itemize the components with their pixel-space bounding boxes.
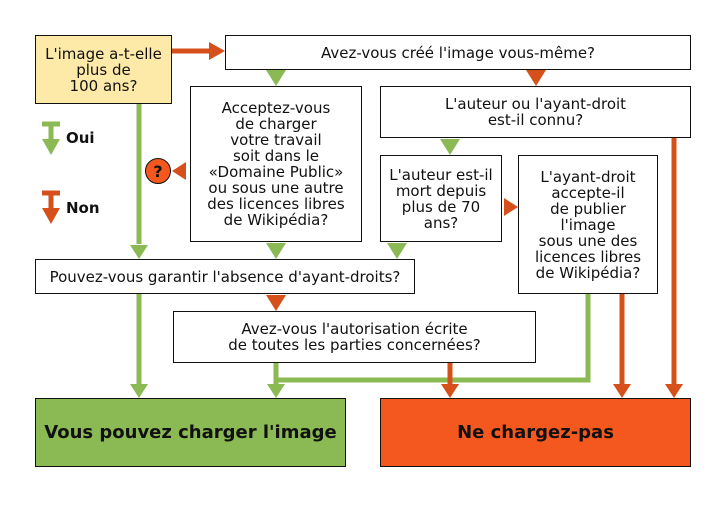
legend-no-label: Non xyxy=(66,199,100,217)
legend-no-arrow-head xyxy=(42,208,60,224)
arrow-accept-yes-head xyxy=(266,243,286,259)
arrow-holder-no-head xyxy=(613,384,631,398)
result-do-not-upload: Ne chargez-pas xyxy=(380,398,691,467)
node-author-known: L'auteur ou l'ayant-droit est-il connu? xyxy=(380,86,691,138)
node-author-dead-70: L'auteur est-il mort depuis plus de 70 a… xyxy=(380,155,502,242)
arrow-guarantee-yes-head xyxy=(130,384,148,398)
question-mark-icon: ? xyxy=(145,158,171,184)
arrow-age-yes-head xyxy=(130,245,148,259)
node-accept-free-license: Acceptez-vous de charger votre travail s… xyxy=(190,86,362,242)
node-holder-accepts: L'ayant-droit accepte-il de publier l'im… xyxy=(518,155,658,294)
arrow-self-no-head xyxy=(526,70,546,86)
arrow-accept-no-head xyxy=(172,162,186,180)
arrow-guarantee-no-head xyxy=(266,295,286,311)
legend-yes-label: Oui xyxy=(66,129,95,147)
arrow-age-no-head xyxy=(209,42,225,60)
node-image-age: L'image a-t-elle plus de 100 ans? xyxy=(35,35,172,104)
arrow-written-no-head xyxy=(441,384,459,398)
arrow-holder-yes xyxy=(276,294,591,383)
legend-yes-arrow-head xyxy=(42,139,60,155)
arrow-known-no-head xyxy=(665,384,683,398)
node-no-rights-holders: Pouvez-vous garantir l'absence d'ayant-d… xyxy=(35,259,415,294)
arrow-known-yes-head xyxy=(440,139,460,155)
result-can-upload: Vous pouvez charger l'image xyxy=(35,398,346,467)
arrow-dead-no-head xyxy=(504,198,518,216)
arrow-written-yes-head xyxy=(267,384,285,398)
arrow-self-yes-head xyxy=(266,70,286,86)
arrow-dead-yes-head xyxy=(387,243,407,259)
node-written-authorization: Avez-vous l'autorisation écrite de toute… xyxy=(173,311,536,363)
node-created-yourself: Avez-vous créé l'image vous-même? xyxy=(225,35,691,70)
